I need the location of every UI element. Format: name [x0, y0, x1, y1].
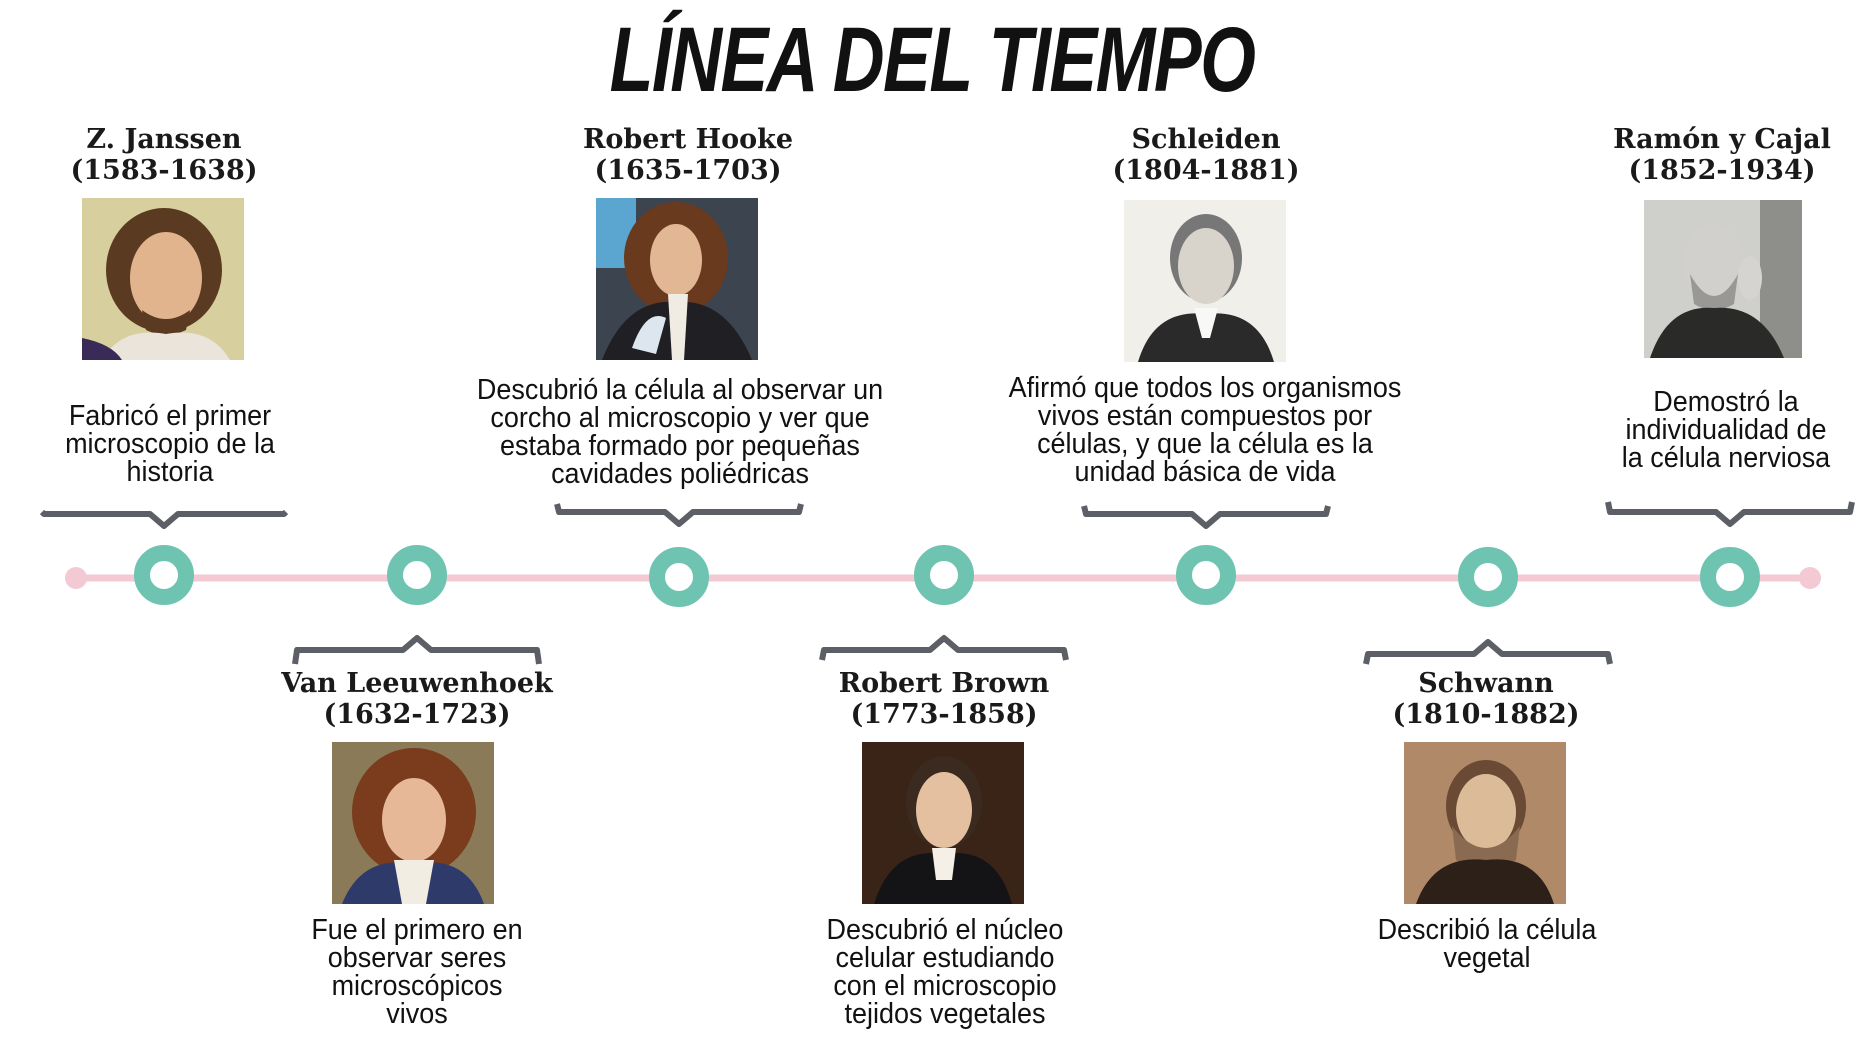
event-name-leeuwenhoek: Van Leeuwenhoek(1632-1723) [281, 668, 553, 730]
timeline-end-dot [1799, 567, 1821, 589]
timeline-node-leeuwenhoek [387, 545, 447, 605]
timeline-node-schwann [1458, 547, 1518, 607]
bracket-hooke [554, 503, 804, 527]
event-name-brown: Robert Brown(1773-1858) [838, 668, 1050, 730]
event-name-schwann: Schwann(1810-1882) [1392, 668, 1580, 730]
timeline-node-cajal [1700, 547, 1760, 607]
event-name-schleiden: Schleiden(1804-1881) [1112, 124, 1300, 186]
timeline-node-schleiden [1176, 545, 1236, 605]
portrait-hooke [596, 198, 758, 360]
timeline-start-dot [65, 567, 87, 589]
portrait-cajal [1644, 200, 1806, 362]
bracket-brown [819, 635, 1069, 661]
portrait-brown [862, 742, 1024, 904]
portrait-schleiden [1124, 200, 1286, 362]
bracket-janssen [39, 509, 289, 529]
event-name-janssen: Z. Janssen(1583-1638) [70, 124, 258, 186]
timeline-node-brown [914, 545, 974, 605]
timeline-node-janssen [134, 545, 194, 605]
event-name-hooke: Robert Hooke(1635-1703) [582, 124, 793, 186]
portrait-janssen [82, 198, 244, 360]
event-name-cajal: Ramón y Cajal(1852-1934) [1613, 124, 1831, 186]
bracket-schwann [1363, 639, 1613, 665]
portrait-leeuwenhoek [332, 742, 494, 904]
bracket-cajal [1605, 501, 1855, 527]
page-title: LÍNEA DEL TIEMPO [609, 9, 1256, 111]
timeline-node-hooke [649, 547, 709, 607]
bracket-leeuwenhoek [292, 635, 542, 665]
portrait-schwann [1404, 742, 1566, 904]
bracket-schleiden [1081, 505, 1331, 529]
